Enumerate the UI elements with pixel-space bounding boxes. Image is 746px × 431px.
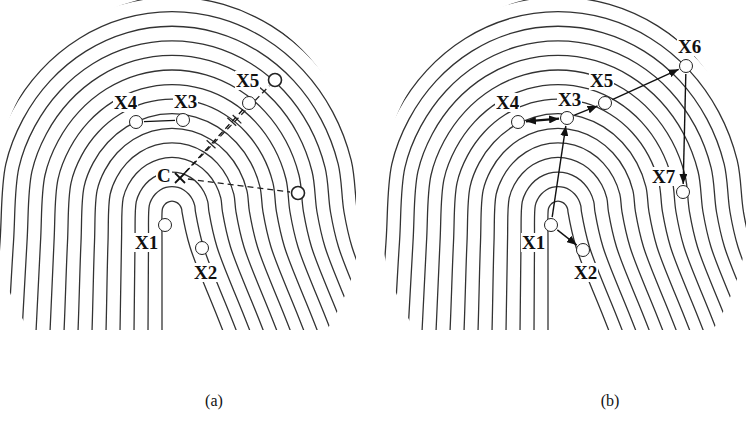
minutia-circle: X1	[544, 218, 558, 232]
minutia-label: X5	[235, 71, 260, 90]
minutia-circle: X2	[576, 243, 590, 257]
ridge-line	[0, 0, 356, 330]
minutia-label: X1	[521, 233, 546, 252]
minutia-circle: X4	[129, 115, 143, 129]
ridge-line	[383, 41, 746, 330]
ridge-group	[0, 0, 356, 330]
cross-mark	[174, 172, 186, 184]
minutia-circle	[269, 74, 282, 87]
connector	[185, 109, 244, 173]
ridge-line	[0, 0, 356, 330]
ridge-line	[378, 0, 746, 330]
ridge-line	[57, 99, 356, 330]
ridge-line	[458, 114, 734, 330]
panel-caption: (a)	[203, 392, 225, 410]
ridge-group	[378, 0, 746, 330]
ridge-line	[428, 85, 746, 330]
minutia-label: X3	[173, 92, 198, 111]
connector	[557, 230, 576, 245]
minutia-circle: X1	[158, 218, 172, 232]
connector	[552, 126, 566, 217]
ridge-line	[27, 70, 356, 330]
ridge-line	[378, 0, 746, 330]
ridge-line	[378, 0, 746, 330]
ridge-line	[132, 172, 294, 330]
minutia-label: X7	[651, 167, 676, 186]
minutia-label: X6	[677, 37, 702, 56]
minutia-circle: X3	[176, 113, 190, 127]
ridge-line	[378, 0, 746, 330]
minutia-circle: X3	[560, 111, 574, 125]
minutia-circle: X7	[676, 185, 690, 199]
ridge-line	[0, 0, 356, 330]
ridge-line	[0, 41, 356, 330]
minutia-circle: X2	[195, 241, 209, 255]
minutia-label: X4	[113, 93, 138, 112]
ridge-line	[488, 143, 707, 330]
ridge-line	[0, 26, 356, 330]
ridge-line	[0, 12, 356, 330]
minutia-circle: X4	[511, 115, 525, 129]
ridge-line	[413, 70, 746, 330]
connector	[683, 74, 686, 184]
minutia-label: X2	[573, 263, 598, 282]
ridge-line	[102, 143, 321, 330]
ridge-line	[147, 187, 281, 330]
ridge-group	[0, 0, 356, 330]
minutia-label: X4	[495, 93, 520, 112]
ridge-line	[117, 157, 308, 330]
connector	[526, 119, 559, 122]
minutia-label: X1	[134, 233, 159, 252]
dashed-leader	[188, 179, 290, 192]
ridge-line	[378, 0, 746, 330]
panel-caption: (b)	[599, 392, 622, 410]
cross-stroke	[175, 173, 185, 183]
minutia-circle	[292, 187, 305, 200]
ridge-line	[378, 0, 746, 330]
ridge-line	[0, 0, 356, 330]
ridge-group	[378, 0, 746, 330]
minutia-circle: X5	[598, 96, 612, 110]
cross-stroke	[175, 173, 185, 183]
minutia-label: X2	[193, 263, 218, 282]
ridge-line	[398, 55, 746, 330]
minutia-label: C	[156, 166, 172, 185]
ridge-line	[518, 172, 680, 330]
ridge-line	[12, 55, 356, 330]
ridge-line	[503, 157, 694, 330]
ridge-line	[378, 12, 746, 330]
core-marker: C	[174, 172, 186, 184]
ridge-line	[443, 99, 746, 330]
connector	[612, 69, 678, 99]
ridge-line	[0, 0, 356, 330]
minutia-label: X5	[589, 71, 614, 90]
minutia-label: X3	[557, 90, 582, 109]
connector	[144, 120, 175, 121]
minutia-circle: X6	[679, 59, 693, 73]
ridge-line	[0, 0, 356, 330]
minutia-circle: X5	[242, 96, 256, 110]
ridge-line	[87, 128, 335, 330]
ridge-line	[42, 85, 356, 330]
